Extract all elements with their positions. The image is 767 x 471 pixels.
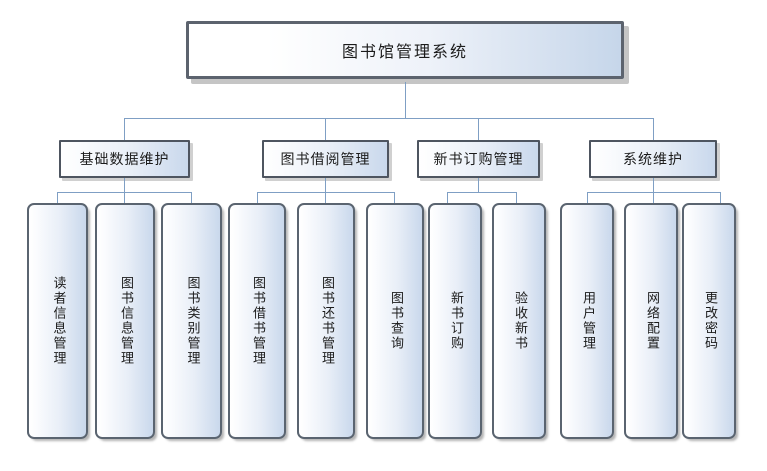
node-lvl2-label: 新书订购管理 [433,152,524,168]
connector-drop-g4-1 [587,192,588,203]
connector-drop-g1-3 [191,192,192,203]
connector-drop-lvl2-4 [653,118,654,140]
node-leaf-label: 验收新书 [512,291,528,351]
node-leaf-label: 新书订购 [448,291,464,351]
node-leaf-label: 图书查询 [388,291,404,351]
connector-drop-g2-3 [394,192,395,203]
node-leaf-change-password[interactable]: 更改密码 [682,203,736,439]
node-lvl2-lending[interactable]: 图书借阅管理 [262,140,389,178]
node-root[interactable]: 图书馆管理系统 [186,21,624,79]
node-root-label: 图书馆管理系统 [341,42,468,61]
node-leaf-borrow[interactable]: 图书借书管理 [228,203,286,439]
node-leaf-label: 网络配置 [644,291,660,351]
node-leaf-book-category[interactable]: 图书类别管理 [161,203,222,439]
node-leaf-label: 用户管理 [580,291,596,351]
connector-drop-lvl2-2 [325,118,326,140]
node-leaf-label: 图书还书管理 [319,276,335,366]
connector-drop-g1-1 [57,192,58,203]
node-leaf-label: 读者信息管理 [50,276,66,366]
node-lvl2-label: 图书借阅管理 [280,152,371,168]
node-leaf-label: 图书借书管理 [250,276,266,366]
node-leaf-return[interactable]: 图书还书管理 [297,203,355,439]
connector-bus-g3 [447,192,516,193]
connector-stem-g1 [124,178,125,192]
connector-stem-g2 [325,178,326,192]
node-lvl2-basic-data[interactable]: 基础数据维护 [59,140,190,178]
node-lvl2-ordering[interactable]: 新书订购管理 [417,140,540,178]
connector-root-bus [124,118,653,119]
connector-drop-g2-1 [257,192,258,203]
node-lvl2-label: 基础数据维护 [79,152,170,168]
node-leaf-network-config[interactable]: 网络配置 [624,203,678,439]
connector-drop-g2-2 [325,192,326,203]
node-leaf-reader-info[interactable]: 读者信息管理 [27,203,88,439]
node-leaf-new-book-receive[interactable]: 验收新书 [492,203,546,439]
connector-drop-g3-1 [447,192,448,203]
node-leaf-label: 更改密码 [702,291,718,351]
node-leaf-new-book-order[interactable]: 新书订购 [428,203,482,439]
node-leaf-user-management[interactable]: 用户管理 [560,203,614,439]
connector-drop-g3-2 [516,192,517,203]
connector-drop-g4-3 [720,192,721,203]
connector-drop-lvl2-3 [478,118,479,140]
connector-drop-lvl2-1 [124,118,125,140]
node-leaf-book-info[interactable]: 图书信息管理 [95,203,155,439]
node-lvl2-label: 系统维护 [623,152,683,168]
connector-root-stem [405,82,406,118]
node-lvl2-system-maint[interactable]: 系统维护 [589,140,717,178]
node-leaf-label: 图书类别管理 [184,276,200,366]
node-leaf-label: 图书信息管理 [118,276,134,366]
connector-stem-g4 [653,178,654,192]
connector-drop-g4-2 [653,192,654,203]
connector-drop-g1-2 [124,192,125,203]
connector-stem-g3 [478,178,479,192]
node-leaf-book-query[interactable]: 图书查询 [366,203,424,439]
